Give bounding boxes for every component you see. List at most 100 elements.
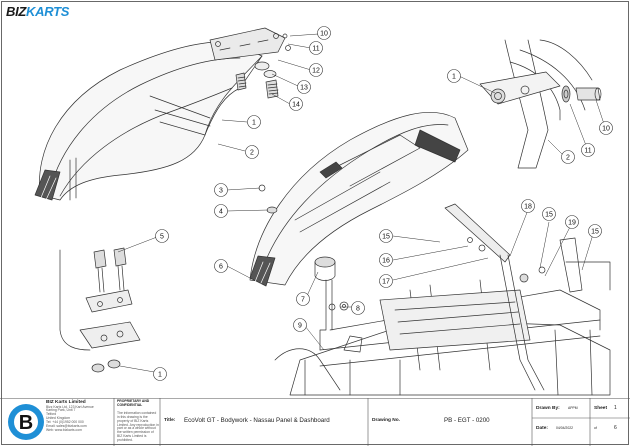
- callout-circle: [379, 253, 393, 267]
- callout-circle: [565, 215, 579, 229]
- callout-balloon: 13: [297, 80, 311, 94]
- callout-balloon: 1: [153, 367, 167, 381]
- callout-number: 8: [356, 305, 360, 312]
- callout-circle: [447, 69, 461, 83]
- callout-number: 10: [602, 125, 610, 132]
- callout-circle: [153, 367, 167, 381]
- drawn-by-label: Drawn By:: [536, 406, 560, 411]
- sheet-number: 1: [614, 405, 617, 411]
- callout-number: 16: [382, 257, 390, 264]
- address-line: Telford: [46, 412, 57, 417]
- callout-balloon: 14: [289, 97, 303, 111]
- address-line: Bizz Karts Ltd, 123 Kart Avenue: [46, 404, 94, 409]
- callout-circle: [309, 41, 323, 55]
- callout-circle: [379, 229, 393, 243]
- callout-number: 18: [524, 203, 532, 210]
- callout-number: 13: [300, 84, 308, 91]
- contact-line: Web: www.bizkarts.com: [46, 427, 82, 432]
- callout-number: 14: [292, 101, 300, 108]
- callout-circle: [542, 207, 556, 221]
- callout-circle: [599, 121, 613, 135]
- callout-number: 5: [160, 233, 164, 240]
- callout-circle: [296, 292, 310, 306]
- callout-balloon: 11: [309, 41, 323, 55]
- callout-balloon: 4: [214, 204, 228, 218]
- callout-balloon: 11: [581, 143, 595, 157]
- callout-circle: [247, 115, 261, 129]
- logo-text-karts: KARTS: [26, 4, 70, 19]
- mount-detail-view: [479, 39, 602, 169]
- callout-number: 2: [250, 149, 254, 156]
- callout-balloon: 1: [247, 115, 261, 129]
- callout-circle: [297, 80, 311, 94]
- callout-number: 15: [545, 211, 553, 218]
- callout-balloon: 5: [155, 229, 169, 243]
- callout-circle: [581, 143, 595, 157]
- callout-balloon: 15: [542, 207, 556, 221]
- callout-balloon: 8: [351, 301, 365, 315]
- title-label: Title:: [164, 418, 176, 423]
- callout-number: 2: [566, 154, 570, 161]
- callout-circle: [521, 199, 535, 213]
- callout-balloon: 15: [588, 224, 602, 238]
- callout-circle: [351, 301, 365, 315]
- drawing-title: EcoVolt GT - Bodywork - Nassau Panel & D…: [184, 417, 330, 424]
- title-block: B BIZ Karts Limited Bizz Karts Ltd, 123 …: [0, 398, 630, 446]
- callout-balloon: 10: [317, 26, 331, 40]
- callout-balloon: 3: [214, 183, 228, 197]
- mounting-bracket: [314, 256, 349, 351]
- callout-number: 12: [312, 67, 320, 74]
- callout-number: 11: [584, 147, 591, 154]
- callout-circle: [588, 224, 602, 238]
- callout-circle: [317, 26, 331, 40]
- callout-circle: [214, 183, 228, 197]
- callout-number: 6: [219, 263, 223, 270]
- logo-text-biz: BIZ: [6, 4, 27, 19]
- drawn-by-value: APPM: [568, 406, 578, 410]
- callout-number: 1: [252, 119, 256, 126]
- callout-circle: [379, 274, 393, 288]
- date-label: Date:: [536, 426, 548, 431]
- title-block-grid: [0, 398, 630, 446]
- callout-balloon: 6: [214, 259, 228, 273]
- address-line: United Kingdom: [46, 416, 71, 421]
- callout-balloon: 1: [447, 69, 461, 83]
- callout-balloon: 16: [379, 253, 393, 267]
- callout-balloon: 12: [309, 63, 323, 77]
- callout-balloon: 2: [561, 150, 575, 164]
- callout-number: 17: [382, 278, 390, 285]
- callout-number: 11: [312, 45, 319, 52]
- callout-number: 1: [452, 73, 456, 80]
- callout-number: 15: [382, 233, 390, 240]
- b-badge-icon: B: [8, 404, 44, 440]
- bolt-stack: [59, 247, 141, 373]
- front-fender-view-a: [34, 27, 291, 201]
- callout-number: 19: [568, 219, 576, 226]
- callout-number: 9: [298, 322, 302, 329]
- callout-circle: [293, 318, 307, 332]
- address-line: Karting Park, Unit 7: [46, 408, 76, 413]
- drawing-no-label: Drawing No.: [372, 418, 400, 423]
- callout-circle: [561, 150, 575, 164]
- callout-number: 7: [301, 296, 305, 303]
- sheet-label: Sheet: [594, 406, 608, 411]
- date-value: 04/04/2022: [556, 426, 573, 430]
- callout-circle: [289, 97, 303, 111]
- callout-circle: [214, 204, 228, 218]
- svg-text:B: B: [19, 412, 33, 434]
- chassis-frame: [274, 203, 611, 396]
- callout-balloon: 15: [379, 229, 393, 243]
- callout-balloon: 18: [521, 199, 535, 213]
- callout-balloon: 19: [565, 215, 579, 229]
- callout-circle: [214, 259, 228, 273]
- callout-number: 4: [219, 208, 223, 215]
- company-name: BIZ Karts Limited: [46, 400, 86, 405]
- confidential-text: The information contained in this drawin…: [117, 410, 159, 443]
- sheet-total: 6: [614, 425, 617, 431]
- callout-balloon: 2: [245, 145, 259, 159]
- contact-line: Tel: +44 (0)1952 000 000: [46, 420, 84, 425]
- callout-circle: [245, 145, 259, 159]
- callout-number: 1: [158, 371, 162, 378]
